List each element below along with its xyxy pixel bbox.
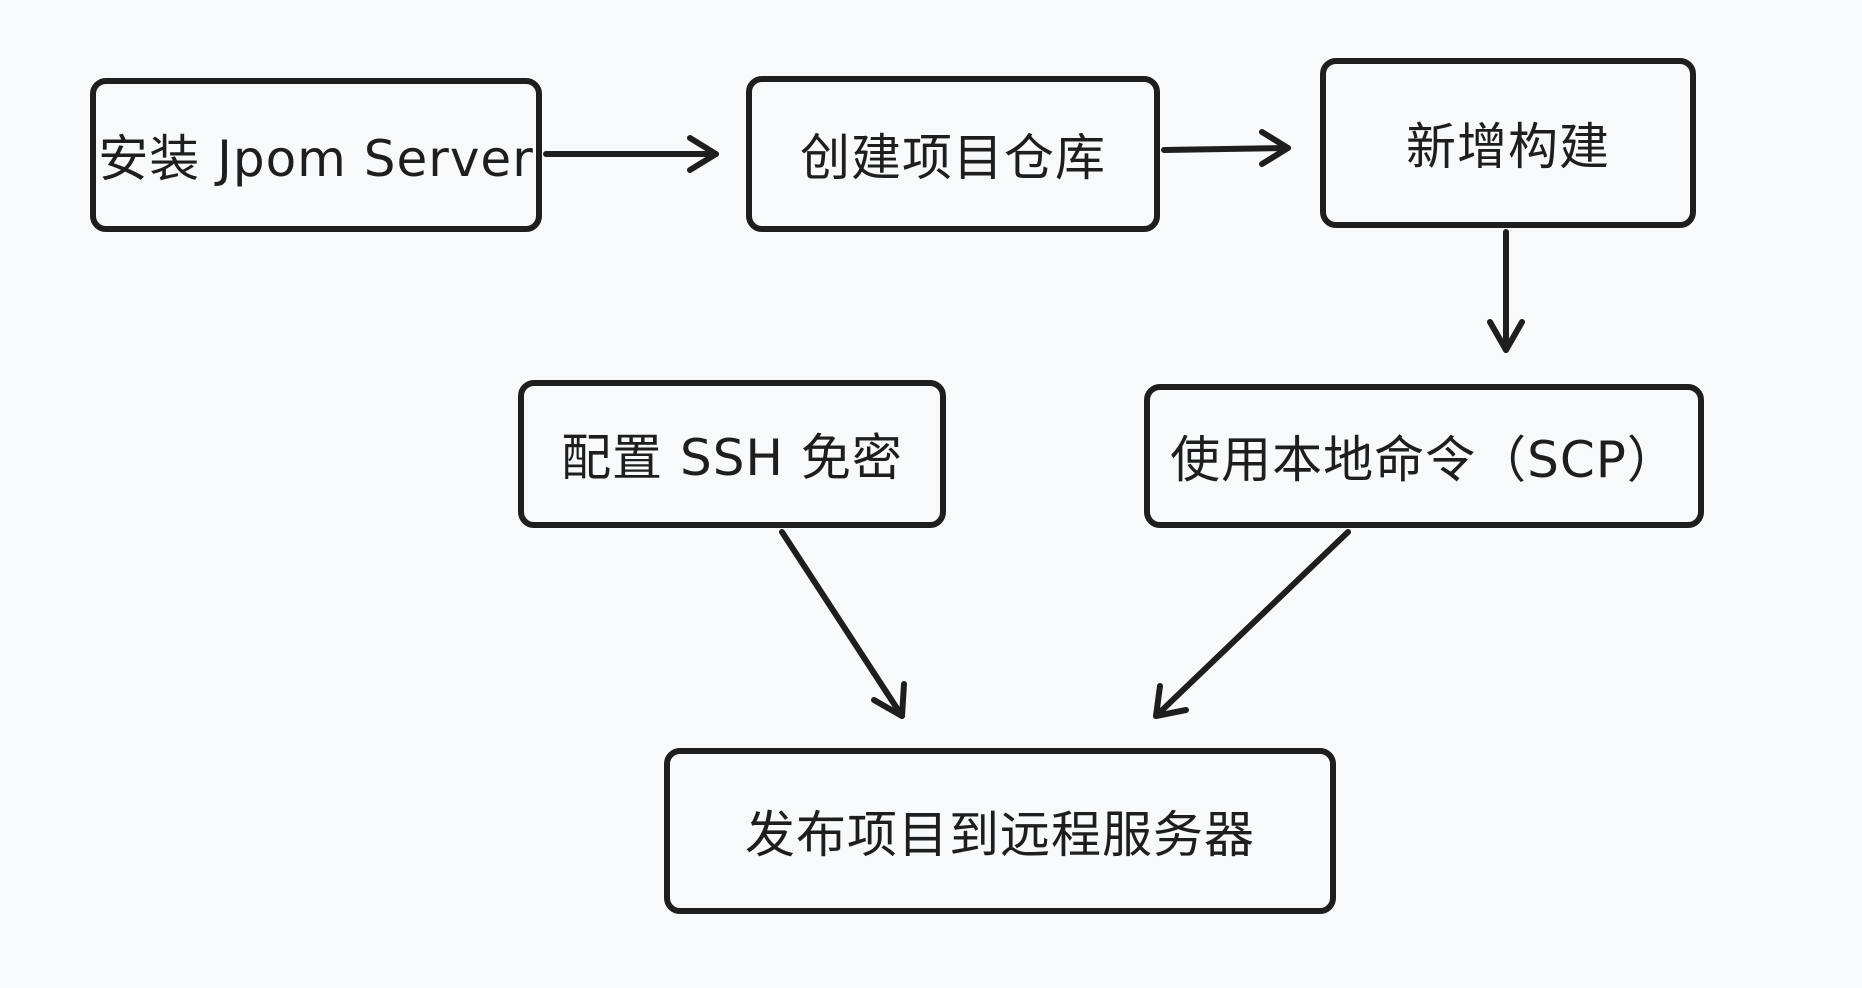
arrow-install-to-repo: [543, 135, 719, 173]
arrow-build-to-scp: [1487, 229, 1525, 353]
arrow-scp-to-publish: [1153, 529, 1351, 719]
node-configure-ssh: 配置 SSH 免密: [518, 380, 946, 528]
node-install-label: 安装 Jpom Server: [98, 130, 534, 188]
arrow-ssh-to-publish: [779, 529, 907, 719]
node-publish-label: 发布项目到远程服务器: [745, 806, 1255, 864]
node-scp-label: 使用本地命令（SCP）: [1170, 431, 1678, 489]
node-install-jpom-server: 安装 Jpom Server: [90, 78, 542, 232]
arrow-repo-to-build: [1161, 129, 1291, 167]
node-ssh-label: 配置 SSH 免密: [561, 429, 903, 487]
node-new-build-label: 新增构建: [1406, 118, 1610, 176]
node-publish-to-remote: 发布项目到远程服务器: [664, 748, 1336, 914]
node-create-repo-label: 创建项目仓库: [800, 129, 1106, 187]
node-new-build: 新增构建: [1320, 58, 1696, 228]
node-local-command-scp: 使用本地命令（SCP）: [1144, 384, 1704, 528]
node-create-repository: 创建项目仓库: [746, 76, 1160, 232]
